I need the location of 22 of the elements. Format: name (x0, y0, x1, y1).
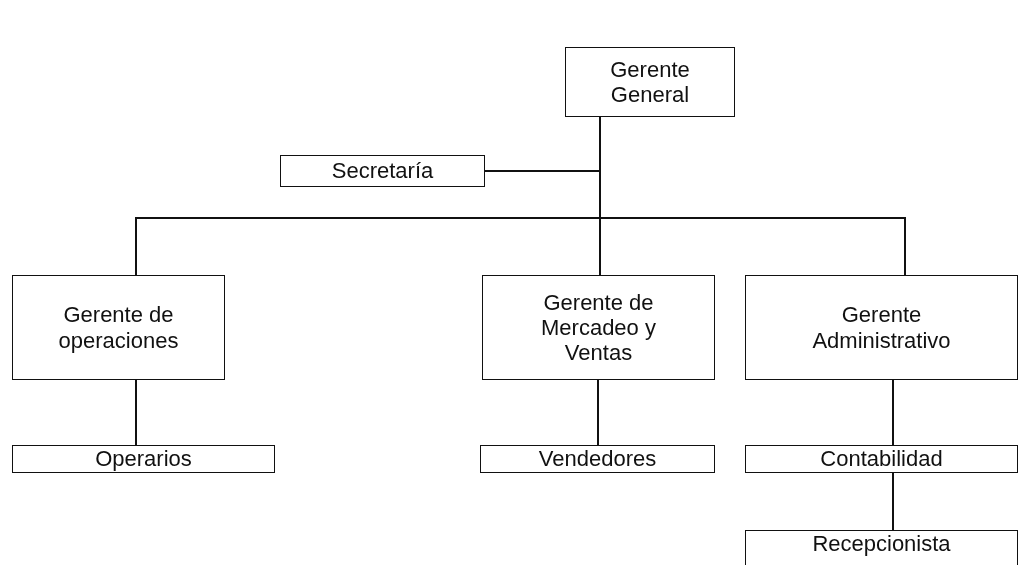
org-box (280, 155, 485, 187)
connector-line (892, 379, 894, 446)
org-box (745, 275, 1018, 380)
role-label: Gerente Administrativo (811, 302, 952, 353)
connector-line (892, 472, 894, 531)
org-box (12, 275, 225, 380)
org-box (482, 275, 715, 380)
role-label: Gerente de Mercadeo y Ventas (540, 289, 657, 366)
connector-line (597, 379, 599, 446)
role-label: Recepcionista (812, 531, 951, 557)
role-label: Secretaría (331, 158, 434, 184)
org-box (480, 445, 715, 473)
role-label: Contabilidad (820, 446, 943, 472)
org-box (745, 530, 1018, 565)
role-label: Operarios (95, 446, 192, 472)
role-label: Gerente de operaciones (57, 302, 180, 353)
connector-line (135, 379, 137, 446)
role-label: Gerente General (609, 56, 691, 108)
org-box (12, 445, 275, 473)
org-box (745, 445, 1018, 473)
role-label: Vendedores (538, 446, 657, 472)
org-box (565, 47, 735, 117)
